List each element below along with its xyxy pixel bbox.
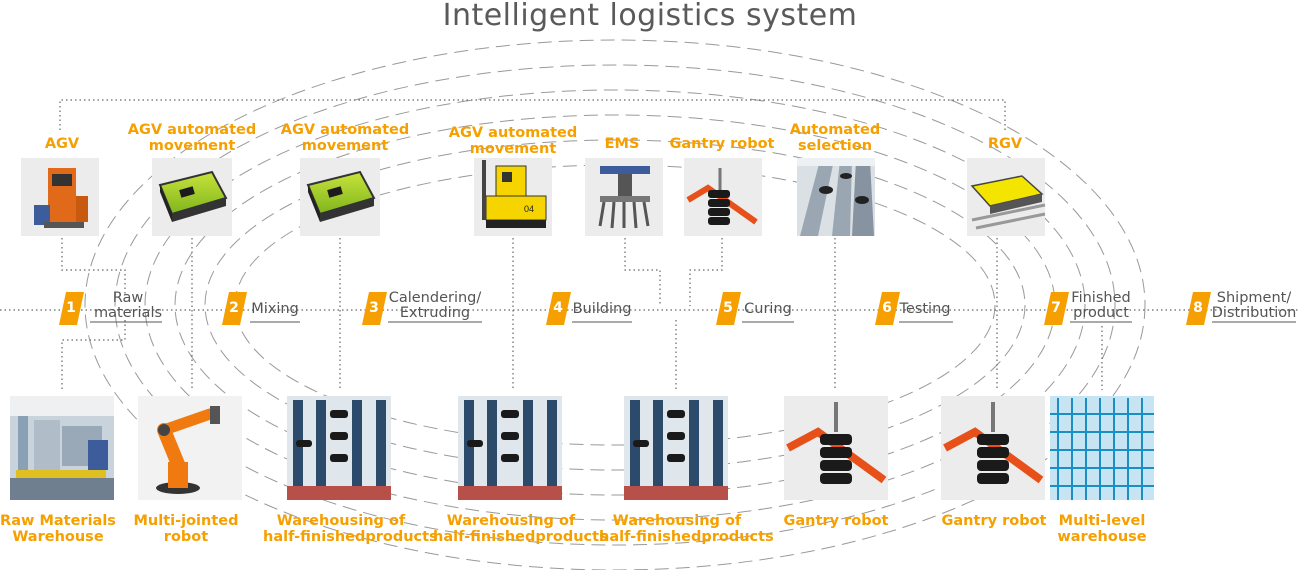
step-number-1: 1: [66, 300, 76, 316]
dotted-connectors: [0, 99, 1300, 392]
rack-warehouse-icon: [458, 396, 562, 500]
ems-gripper-icon: [585, 158, 663, 236]
agv-stacker-icon: [21, 158, 99, 236]
top-label-ems: EMS: [604, 136, 640, 152]
step-number-5: 5: [723, 300, 733, 316]
step-badge-5: [716, 292, 794, 325]
raw-warehouse-icon: [10, 396, 114, 500]
agv-cart-icon: [152, 158, 232, 236]
step-number-4: 4: [553, 300, 563, 316]
step-badge-6: [875, 292, 953, 325]
gantry-robot-icon: [684, 158, 762, 236]
step-label-shipment: Shipment/Distribution: [1211, 290, 1297, 321]
step-badge-3: [362, 292, 482, 325]
step-label-building: Building: [572, 301, 632, 317]
top-label-agv: AGV: [44, 136, 80, 152]
step-label-curing: Curing: [744, 301, 792, 317]
step-badge-8: [1186, 292, 1296, 325]
step-number-7: 7: [1051, 300, 1061, 316]
rack-warehouse-icon: [624, 396, 728, 500]
robot-arm-icon: [138, 396, 242, 500]
top-label-gantry-robot: Gantry robot: [669, 136, 775, 152]
bottom-label-gantry-robot-2: Gantry robot: [941, 513, 1047, 529]
top-label-rgv: RGV: [987, 136, 1023, 152]
dashed-rings: [84, 39, 1146, 570]
gantry-robot-icon: [784, 396, 888, 500]
step-badge-7: [1044, 292, 1132, 325]
page-title: Intelligent logistics system: [442, 0, 858, 33]
step-number-8: 8: [1193, 300, 1203, 316]
rack-warehouse-icon: [287, 396, 391, 500]
step-number-3: 3: [369, 300, 379, 316]
step-number-6: 6: [882, 300, 892, 316]
conveyor-icon: [797, 158, 875, 236]
high-bay-rack-icon: [1050, 396, 1154, 500]
step-badge-2: [222, 292, 300, 325]
step-badge-4: [546, 292, 632, 325]
bottom-label-gantry-robot-1: Gantry robot: [783, 513, 889, 529]
step-number-2: 2: [229, 300, 239, 316]
svg-text:04: 04: [524, 204, 534, 214]
step-label-mixing: Mixing: [251, 301, 299, 317]
gantry-robot-icon: [941, 396, 1045, 500]
step-label-testing: Testing: [899, 301, 951, 317]
agv-cart-icon: [300, 158, 380, 236]
agv-forklift-icon: 04: [474, 158, 552, 236]
step-label-calendering: Calendering/Extruding: [388, 290, 482, 321]
rgv-icon: [967, 158, 1046, 236]
step-badge-1: [59, 292, 162, 325]
